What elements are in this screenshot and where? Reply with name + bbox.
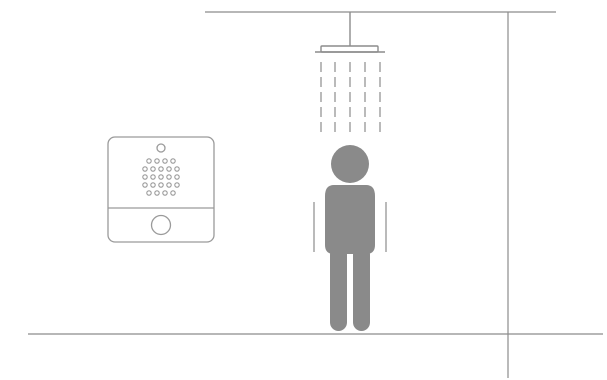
shower-head-icon: [315, 12, 385, 52]
person-icon: [325, 145, 375, 331]
panel-button: [152, 216, 171, 235]
speaker-grille: [143, 159, 179, 195]
person-left-leg: [330, 246, 347, 331]
water-streams: [321, 62, 380, 135]
room-lines: [28, 12, 603, 378]
person-torso: [325, 185, 375, 254]
shower-plate: [321, 46, 378, 52]
person-right-leg: [353, 246, 370, 331]
person-head: [331, 145, 369, 183]
speaker-panel-icon: [108, 137, 214, 242]
panel-body: [108, 137, 214, 242]
panel-indicator: [157, 144, 165, 152]
